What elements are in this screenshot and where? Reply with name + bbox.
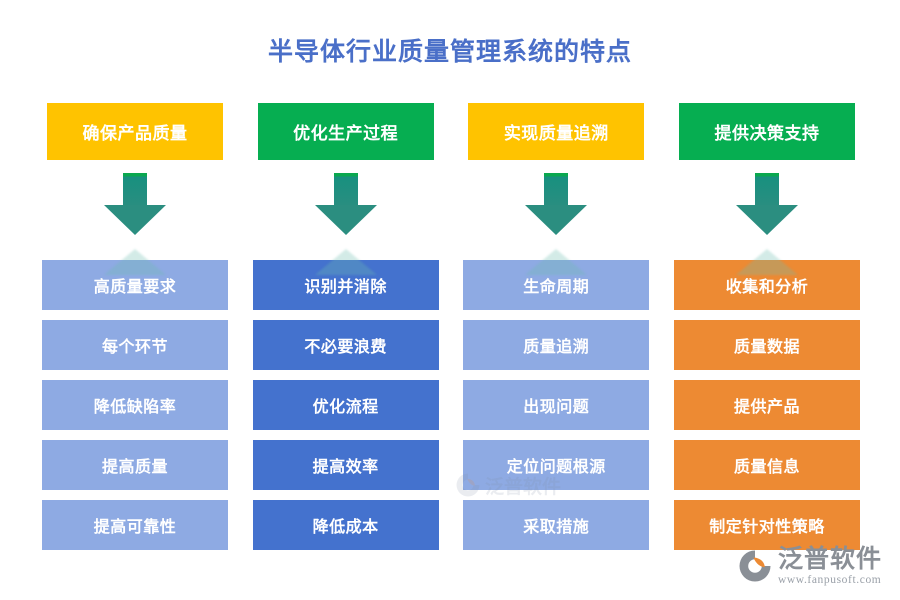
list-item[interactable]: 降低缺陷率 — [42, 380, 228, 430]
list-item[interactable]: 制定针对性策略 — [673, 500, 860, 550]
diagram-column: 提供决策支持收集和分析质量数据提供产品质量信息制定针对性策略 — [673, 103, 860, 550]
page-title: 半导体行业质量管理系统的特点 — [267, 38, 632, 66]
arrow-reflection — [104, 249, 166, 275]
diagram-column: 确保产品质量高质量要求每个环节降低缺陷率提高质量提高可靠性 — [42, 103, 228, 550]
list-item[interactable]: 采取措施 — [463, 500, 650, 550]
logo-company-name: 泛普软件 — [777, 544, 882, 573]
arrow-container — [42, 160, 228, 275]
arrow-reflection — [525, 249, 588, 275]
arrow-container — [463, 160, 649, 275]
column-item-list: 识别并消除不必要浪费优化流程提高效率降低成本 — [252, 260, 439, 550]
arrow-container — [253, 160, 439, 275]
logo-website-url: www.fanpusoft.com — [777, 573, 882, 586]
list-item[interactable]: 高质量要求 — [42, 260, 228, 310]
list-item[interactable]: 提供产品 — [673, 380, 860, 430]
list-item[interactable]: 出现问题 — [463, 380, 650, 430]
column-item-list: 高质量要求每个环节降低缺陷率提高质量提高可靠性 — [42, 260, 228, 550]
column-header[interactable]: 实现质量追溯 — [468, 103, 645, 160]
arrow-head — [104, 205, 166, 235]
arrow-reflection — [735, 249, 798, 275]
column-item-list: 收集和分析质量数据提供产品质量信息制定针对性策略 — [673, 260, 860, 550]
arrow-stem — [123, 173, 147, 209]
arrow-container — [674, 160, 860, 275]
list-item[interactable]: 优化流程 — [252, 380, 439, 430]
arrow-head — [525, 205, 588, 235]
list-item[interactable]: 提高质量 — [42, 440, 228, 490]
list-item[interactable]: 质量追溯 — [463, 320, 650, 370]
column-header[interactable]: 优化生产过程 — [257, 103, 434, 160]
down-arrow-icon — [525, 173, 588, 275]
column-item-list: 生命周期质量追溯出现问题定位问题根源采取措施 — [463, 260, 650, 550]
arrow-stem — [754, 173, 779, 209]
list-item[interactable]: 提高可靠性 — [42, 500, 228, 550]
list-item[interactable]: 提高效率 — [252, 440, 439, 490]
list-item[interactable]: 不必要浪费 — [252, 320, 439, 370]
diagram-column: 优化生产过程识别并消除不必要浪费优化流程提高效率降低成本 — [252, 103, 439, 550]
arrow-reflection — [314, 249, 377, 275]
list-item[interactable]: 收集和分析 — [673, 260, 860, 310]
list-item[interactable]: 定位问题根源 — [463, 440, 650, 490]
down-arrow-icon — [314, 173, 377, 275]
list-item[interactable]: 降低成本 — [252, 500, 439, 550]
list-item[interactable]: 质量信息 — [673, 440, 860, 490]
list-item[interactable]: 识别并消除 — [252, 260, 439, 310]
arrow-stem — [544, 173, 569, 209]
fanpu-logo-icon — [738, 549, 772, 583]
list-item[interactable]: 每个环节 — [42, 320, 228, 370]
down-arrow-icon — [735, 173, 798, 275]
list-item[interactable]: 质量数据 — [673, 320, 860, 370]
diagram-columns: 确保产品质量高质量要求每个环节降低缺陷率提高质量提高可靠性优化生产过程识别并消除… — [42, 103, 860, 550]
logo-text: 泛普软件 www.fanpusoft.com — [777, 544, 882, 587]
arrow-head — [735, 205, 798, 235]
list-item[interactable]: 生命周期 — [463, 260, 650, 310]
column-header[interactable]: 提供决策支持 — [678, 103, 855, 160]
column-header[interactable]: 确保产品质量 — [47, 103, 223, 160]
arrow-stem — [333, 173, 358, 209]
down-arrow-icon — [104, 173, 166, 275]
brand-logo: 泛普软件 www.fanpusoft.com — [738, 544, 882, 587]
diagram-column: 实现质量追溯生命周期质量追溯出现问题定位问题根源采取措施 — [463, 103, 650, 550]
arrow-head — [314, 205, 377, 235]
